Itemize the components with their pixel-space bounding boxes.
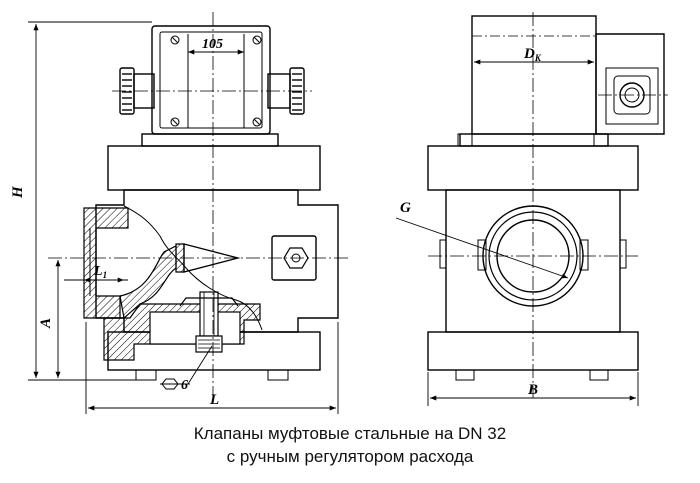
front-view <box>427 15 665 381</box>
dim-l1-label: L1 <box>93 264 107 280</box>
side-section-view <box>83 25 339 381</box>
dim-g-label: G <box>400 200 411 216</box>
connector-box <box>595 33 665 135</box>
top-cover-side <box>107 145 321 191</box>
dim-l-label: L <box>209 392 219 408</box>
dim-b-label: B <box>527 382 538 398</box>
dim-105-label: 105 <box>202 37 223 52</box>
housing-screws <box>170 35 262 127</box>
dim-dk-label: DK <box>523 46 542 63</box>
valve-technical-drawing: 105 H A L1 L 6 <box>10 12 668 414</box>
dim-hex-label: 6 <box>181 378 188 393</box>
caption-line-2: с ручным регулятором расхода <box>226 447 474 466</box>
caption-line-1: Клапаны муфтовые стальные на DN 32 <box>193 424 507 443</box>
coil-housing-front <box>471 15 597 135</box>
dim-a-label: A <box>38 318 54 329</box>
dim-h-label: H <box>10 185 26 199</box>
